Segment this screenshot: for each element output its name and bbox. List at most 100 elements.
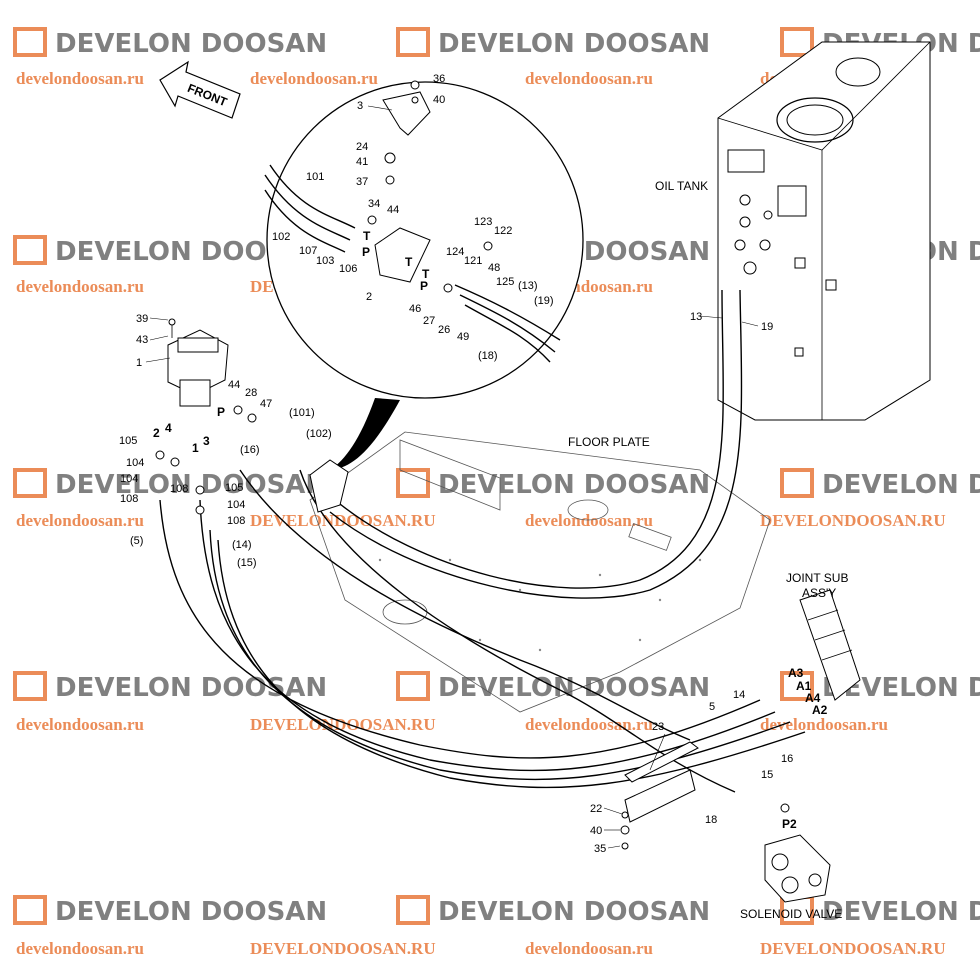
leader-lines [145, 105, 759, 849]
svg-text:DEVELON DOOSAN: DEVELON DOOSAN [55, 470, 327, 500]
watermark-url: develondoosan.ru [525, 939, 653, 958]
port-p1: P [362, 245, 370, 259]
callout-14p: (14) [232, 539, 252, 551]
joint-sub-assy: JOINT SUB ASS'Y [786, 571, 861, 701]
joint-sub-label-2: ASS'Y [802, 586, 836, 600]
callout-40b: 40 [590, 825, 602, 837]
watermark-url: develondoosan.ru [525, 69, 653, 88]
port-t1: T [363, 229, 371, 243]
callout-1: 1 [136, 357, 142, 369]
svg-text:DEVELON DOOSAN: DEVELON DOOSAN [438, 673, 710, 703]
callout-39: 39 [136, 313, 148, 325]
watermark-url: develondoosan.ru [16, 715, 144, 734]
callout-22: 22 [590, 803, 602, 815]
svg-text:DEVELON DOOSAN: DEVELON DOOSAN [438, 470, 710, 500]
watermark-url: DEVELONDOOSAN.RU [250, 715, 436, 734]
port-a3: A3 [788, 666, 804, 680]
callout-122: 122 [494, 225, 512, 237]
callout-19: 19 [761, 321, 773, 333]
callout-104c: 104 [227, 499, 245, 511]
callout-27: 27 [423, 315, 435, 327]
callout-102p: (102) [306, 428, 332, 440]
callout-13: 13 [690, 311, 702, 323]
svg-text:DEVELON DOOSAN: DEVELON DOOSAN [438, 897, 710, 927]
floor-plate: FLOOR PLATE [309, 431, 771, 713]
floor-plate-label: FLOOR PLATE [568, 435, 650, 449]
callout-104b: 104 [120, 473, 138, 485]
callout-125: 125 [496, 276, 514, 288]
callout-121: 121 [464, 255, 482, 267]
watermark-url: develondoosan.ru [250, 69, 378, 88]
callout-16p: (16) [240, 444, 260, 456]
callout-43: 43 [136, 334, 148, 346]
callout-48: 48 [488, 262, 500, 274]
port-a1: A1 [796, 679, 812, 693]
watermark-url: develondoosan.ru [525, 511, 653, 530]
watermark-logo: DEVELON DOOSAN [780, 468, 980, 500]
callout-106: 106 [339, 263, 357, 275]
callout-5p: (5) [130, 535, 143, 547]
oil-tank: OIL TANK [655, 41, 931, 421]
front-arrow: FRONT [159, 60, 241, 119]
callout-24: 24 [356, 141, 368, 153]
port-n4: 4 [165, 421, 172, 435]
callout-102: 102 [272, 231, 290, 243]
svg-text:DEVELON DOOSAN: DEVELON DOOSAN [55, 897, 327, 927]
callout-44b: 44 [228, 379, 240, 391]
callout-107: 107 [299, 245, 317, 257]
callout-35: 35 [594, 843, 606, 855]
watermark-url: DEVELONDOOSAN.RU [250, 511, 436, 530]
callout-105: 105 [119, 435, 137, 447]
solenoid-valve-label: SOLENOID VALVE [740, 907, 842, 921]
port-a4: A4 [805, 691, 821, 705]
callout-15: 15 [761, 769, 773, 781]
watermark-logo: DEVELON DOOSAN [13, 468, 327, 500]
callout-14: 14 [733, 689, 745, 701]
remote-control-valve [155, 318, 257, 515]
callout-46: 46 [409, 303, 421, 315]
svg-text:DEVELON DOOSAN: DEVELON DOOSAN [822, 470, 980, 500]
watermark-url: DEVELONDOOSAN.RU [760, 939, 946, 958]
callout-2: 2 [366, 291, 372, 303]
callout-44: 44 [387, 204, 399, 216]
hose-bracket [620, 741, 699, 850]
watermark-logo: DEVELON DOOSAN [13, 671, 327, 703]
callout-18: 18 [705, 814, 717, 826]
port-p2b: P [420, 279, 428, 293]
callout-36: 36 [433, 73, 445, 85]
joint-sub-label-1: JOINT SUB [786, 571, 848, 585]
callout-15p: (15) [237, 557, 257, 569]
port-p2: P2 [782, 817, 797, 831]
callout-49: 49 [457, 331, 469, 343]
watermark-url: develondoosan.ru [16, 939, 144, 958]
port-labels: A3 A1 A4 A2 P2 T T T P P P 1 2 3 4 [153, 229, 828, 831]
watermark-url: develondoosan.ru [16, 277, 144, 296]
callout-26: 26 [438, 324, 450, 336]
callout-18p: (18) [478, 350, 498, 362]
callout-13p: (13) [518, 280, 538, 292]
watermark-url: develondoosan.ru [525, 715, 653, 734]
watermark-logo: DEVELON DOOSAN [396, 895, 710, 927]
svg-text:DEVELON DOOSAN: DEVELON DOOSAN [438, 29, 710, 59]
watermark-url: develondoosan.ru [16, 511, 144, 530]
detail-view [264, 80, 584, 470]
callout-5: 5 [709, 701, 715, 713]
port-t2: T [405, 255, 413, 269]
port-n1: 1 [192, 441, 199, 455]
callout-41: 41 [356, 156, 368, 168]
callout-3: 3 [357, 100, 363, 112]
oil-tank-label: OIL TANK [655, 179, 708, 193]
watermark-logo: DEVELON DOOSAN [780, 895, 980, 927]
callout-16: 16 [781, 753, 793, 765]
watermark-url: develondoosan.ru [760, 715, 888, 734]
port-p3: P [217, 405, 225, 419]
port-a2: A2 [812, 703, 828, 717]
svg-text:DEVELON DOOSAN: DEVELON DOOSAN [822, 897, 980, 927]
port-t3: T [422, 267, 430, 281]
watermark-url: DEVELONDOOSAN.RU [250, 939, 436, 958]
callout-108: 108 [120, 493, 138, 505]
svg-text:DEVELON DOOSAN: DEVELON DOOSAN [55, 29, 327, 59]
solenoid-valve: SOLENOID VALVE [740, 803, 842, 921]
